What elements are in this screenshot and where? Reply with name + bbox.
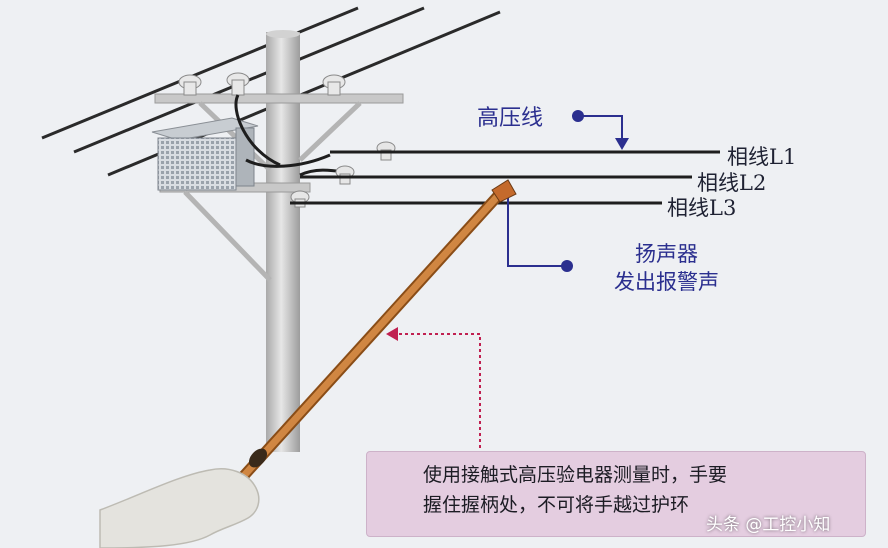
left-arrow [386,327,481,448]
marker-dot [561,260,573,272]
top-insulators [178,72,346,96]
safety-note-box: 使用接触式高压验电器测量时，手要 握住握柄处，不可将手越过护环 [366,451,866,537]
phase-l2-label: 相线L2 [697,171,767,195]
phase-l1-label: 相线L1 [727,145,797,169]
guard-ring [248,448,268,468]
gloved-hand [99,468,260,548]
speaker-pointer-line [507,196,567,267]
high-voltage-line-label: 高压线 [477,106,544,131]
down-arrow [578,115,623,146]
arm-braces [183,101,362,282]
safety-note-line2: 握住握柄处，不可将手越过护环 [423,494,690,516]
safety-note-line1: 使用接触式高压验电器测量时，手要 [423,464,728,486]
phase-lines [290,150,720,205]
voltage-tester-stick [234,179,517,486]
phase-l3-label: 相线L3 [667,196,737,220]
watermark: 头条 @工控小知 [706,515,831,535]
speaker-label-line1: 扬声器 [635,242,698,266]
speaker-label: 扬声器 发出报警声 [614,240,719,296]
tester-head [491,179,517,203]
speaker-label-line2: 发出报警声 [614,270,719,294]
